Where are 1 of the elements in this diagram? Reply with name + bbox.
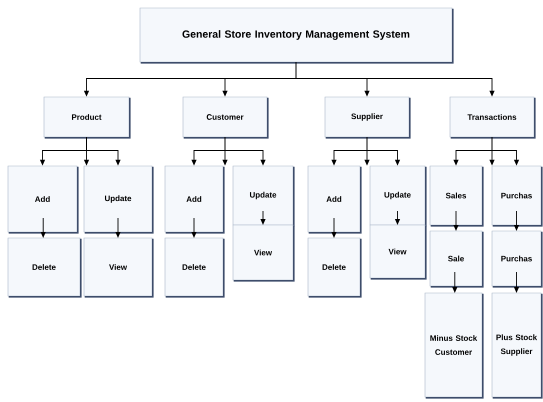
process-box: General Store Inventory Management System bbox=[140, 8, 454, 64]
